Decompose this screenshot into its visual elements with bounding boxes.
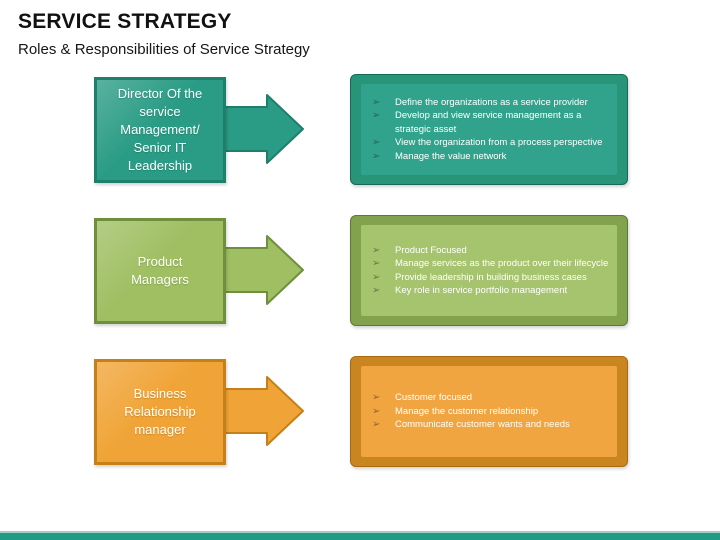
row-product-managers: Product Managers ➢ Product Focused ➢ Manag… [0,215,720,327]
role-label: Business Relationship manager [124,386,196,437]
arrow-bullet-icon: ➢ [372,285,381,296]
responsibility-list: ➢ Product Focused ➢ Manage services as the… [369,244,608,298]
bullet-text: Key role in service portfolio management [395,285,568,296]
role-box-business-relationship: Business Relationship manager [94,359,226,465]
bullet-item: ➢ Manage the value network [369,150,613,164]
bullet-item: ➢ Communicate customer wants and needs [369,418,570,432]
footer-bar [0,533,720,540]
responsibilities-panel-product-managers: ➢ Product Focused ➢ Manage services as the… [350,215,628,326]
role-box-director: Director Of the service Management/ Seni… [94,77,226,183]
responsibility-list: ➢ Define the organizations as a service p… [369,96,613,164]
role-label: Product Managers [131,254,189,287]
bullet-item: ➢ Define the organizations as a service p… [369,96,613,110]
arrow-bullet-icon: ➢ [372,110,381,122]
arrow-bullet-icon: ➢ [372,96,381,108]
right-arrow-icon [222,94,304,164]
panel-inner: ➢ Define the organizations as a service p… [361,84,617,175]
arrow-bullet-icon: ➢ [372,244,381,256]
page-subtitle: Roles & Responsibilities of Service Stra… [18,41,310,58]
page-title: SERVICE STRATEGY [18,10,232,33]
responsibilities-panel-business-relationship: ➢ Customer focused ➢ Manage the customer r… [350,356,628,467]
arrow-bullet-icon: ➢ [372,419,381,431]
responsibilities-panel-director: ➢ Define the organizations as a service p… [350,74,628,185]
bullet-item: ➢ Manage the customer relationship [369,405,570,419]
bullet-text: View the organization from a process per… [395,137,603,149]
row-business-relationship: Business Relationship manager ➢ Customer … [0,356,720,468]
row-director: Director Of the service Management/ Seni… [0,74,720,186]
bullet-item: ➢ Key role in service portfolio managemen… [369,284,608,298]
arrow-bullet-icon: ➢ [372,271,381,283]
bullet-text: Develop and view service management as a… [395,110,582,135]
bullet-text: Provide leadership in building business … [395,271,587,283]
bullet-text: Define the organizations as a service pr… [395,96,588,108]
footer-accent-line [0,531,720,533]
bullet-item: ➢ Manage services as the product over the… [369,257,608,271]
arrow-bullet-icon: ➢ [372,392,381,404]
arrow-bullet-icon: ➢ [372,150,381,162]
arrow-bullet-icon: ➢ [372,137,381,149]
role-box-product-managers: Product Managers [94,218,226,324]
bullet-text: Manage the value network [395,150,507,162]
bullet-text: Customer focused [395,392,473,404]
bullet-item: ➢ Develop and view service management as … [369,109,613,136]
bullet-item: ➢ Product Focused [369,244,608,258]
bullet-item: ➢ Customer focused [369,391,570,405]
right-arrow-icon [222,376,304,446]
bullet-item: ➢ View the organization from a process pe… [369,136,613,150]
panel-inner: ➢ Product Focused ➢ Manage services as the… [361,225,617,316]
bullet-text: Manage services as the product over thei… [395,258,609,269]
bullet-item: ➢ Provide leadership in building business… [369,271,608,285]
responsibility-list: ➢ Customer focused ➢ Manage the customer r… [369,391,570,432]
bullet-text: Manage the customer relationship [395,405,539,417]
bullet-text: Product Focused [395,244,467,256]
role-label: Director Of the service Management/ Seni… [117,86,203,173]
bullet-text: Communicate customer wants and needs [395,419,570,431]
right-arrow-icon [222,235,304,305]
panel-inner: ➢ Customer focused ➢ Manage the customer r… [361,366,617,457]
arrow-bullet-icon: ➢ [372,258,381,269]
arrow-bullet-icon: ➢ [372,405,381,417]
